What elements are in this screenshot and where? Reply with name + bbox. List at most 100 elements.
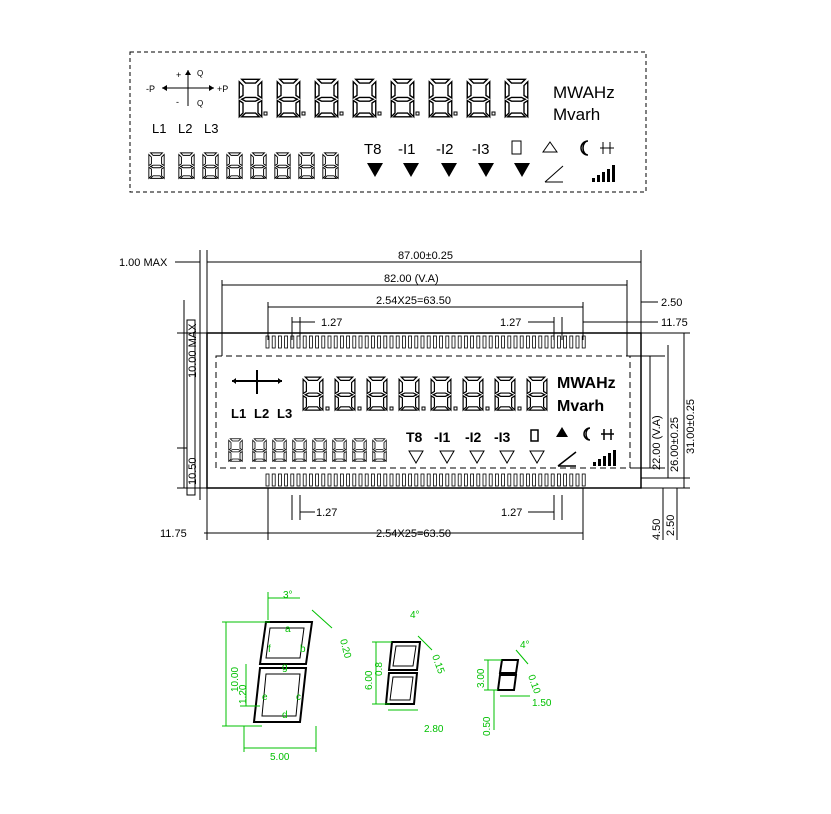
medium-gap: 0.8 <box>374 662 385 676</box>
decimal-point <box>491 111 496 116</box>
pin <box>532 473 536 487</box>
pin <box>463 473 468 487</box>
top-dimensions <box>175 261 658 356</box>
drawing-small-digit <box>352 438 367 462</box>
pin <box>550 335 555 349</box>
pin <box>420 335 425 349</box>
segment-letter: b <box>300 644 306 655</box>
pin <box>439 335 444 349</box>
arrow-markers <box>367 163 530 177</box>
drawing-decimal-point <box>325 406 330 411</box>
large-angle: 3° <box>283 590 293 601</box>
pin <box>575 473 580 487</box>
dim-overall-height: 31.00±0.25 <box>685 399 697 454</box>
pin <box>302 335 307 349</box>
pin <box>389 335 394 349</box>
small-height: 3.00 <box>476 668 487 688</box>
large-height: 10.00 <box>230 667 241 692</box>
dim-right-offset: 2.50 <box>661 297 682 309</box>
drawing-decimal-point <box>389 406 394 411</box>
dim-pin-span-top: 2.54X25=63.50 <box>376 295 451 307</box>
drawing-arrow-markers <box>408 450 545 464</box>
drawing-indicator-t8: T8 <box>406 429 423 445</box>
unit-top: MWAHz <box>553 83 615 102</box>
drawing-phase-l1: L1 <box>231 406 246 421</box>
bottom-dimensions <box>204 488 584 540</box>
dim-overall-width: 87.00±0.25 <box>398 250 453 262</box>
drawing-indicator-i3: -I3 <box>494 429 511 445</box>
pin <box>476 473 481 487</box>
pin-rows <box>265 335 586 487</box>
pin <box>526 473 530 487</box>
pin <box>358 335 363 349</box>
pin <box>296 335 301 349</box>
pin <box>557 335 561 349</box>
digit <box>352 78 377 118</box>
pin <box>321 335 326 349</box>
pin <box>501 473 506 487</box>
minus-q-label: - <box>176 97 179 107</box>
indicator-i3: -I3 <box>472 141 490 158</box>
pin <box>507 473 512 487</box>
drawing-indicator-i1: -I1 <box>434 429 451 445</box>
pin <box>569 335 574 349</box>
pin <box>277 473 282 487</box>
digit <box>314 78 339 118</box>
pin <box>364 335 369 349</box>
medium-height: 6.00 <box>364 670 375 690</box>
small-width: 1.50 <box>532 698 552 709</box>
pin <box>426 335 431 349</box>
pin <box>470 473 475 487</box>
decimal-point <box>377 111 382 116</box>
small-angle: 4° <box>520 640 530 651</box>
pin <box>507 335 512 349</box>
drawing-small-digit-row <box>228 438 387 462</box>
drawing-angle-icon <box>557 451 577 467</box>
pin <box>327 335 332 349</box>
small-digit <box>226 152 243 179</box>
indicator-row: T8 -I1 -I2 -I3 <box>364 140 615 183</box>
plus-p-label: +P <box>217 84 228 94</box>
drawing-decimal-point <box>453 406 458 411</box>
decimal-point <box>453 111 458 116</box>
pin <box>408 335 413 349</box>
small-digit <box>298 152 315 179</box>
pin <box>569 473 574 487</box>
right-dimensions <box>630 332 690 540</box>
pin <box>457 335 462 349</box>
pin <box>377 335 382 349</box>
pin <box>339 473 344 487</box>
dim-pitch-top-right: 1.27 <box>500 317 521 329</box>
segment-letter: c <box>296 692 301 703</box>
pin <box>445 335 450 349</box>
digit <box>504 78 529 118</box>
drawing-decimal-point <box>485 406 490 411</box>
pin <box>284 473 289 487</box>
pin <box>401 335 406 349</box>
drawing-small-digit <box>292 438 307 462</box>
dim-bottom-b: 2.50 <box>665 515 677 536</box>
small-stroke: 0.10 <box>525 673 542 695</box>
pin <box>457 473 462 487</box>
pin <box>575 335 580 349</box>
medium-width: 2.80 <box>424 724 444 735</box>
drawing-unit-top: MWAHz <box>557 375 616 392</box>
unit-labels: MWAHz Mvarh <box>553 83 615 124</box>
pin <box>494 335 499 349</box>
pin <box>395 473 400 487</box>
pin <box>296 473 301 487</box>
dim-pitch-top-left: 1.27 <box>321 317 342 329</box>
drawing-small-digit <box>312 438 327 462</box>
segment-detail-medium: 4° 0.15 6.00 0.8 2.80 <box>364 610 446 735</box>
pin <box>513 335 518 349</box>
drawing-decimal-point <box>357 406 362 411</box>
small-digit-row <box>148 152 339 179</box>
pin <box>451 473 456 487</box>
drawing-battery-icon <box>530 429 539 442</box>
drawing-small-digit <box>252 438 267 462</box>
pin <box>401 473 406 487</box>
digit <box>238 78 263 118</box>
segment-letter: f <box>268 644 271 655</box>
pin <box>470 335 475 349</box>
